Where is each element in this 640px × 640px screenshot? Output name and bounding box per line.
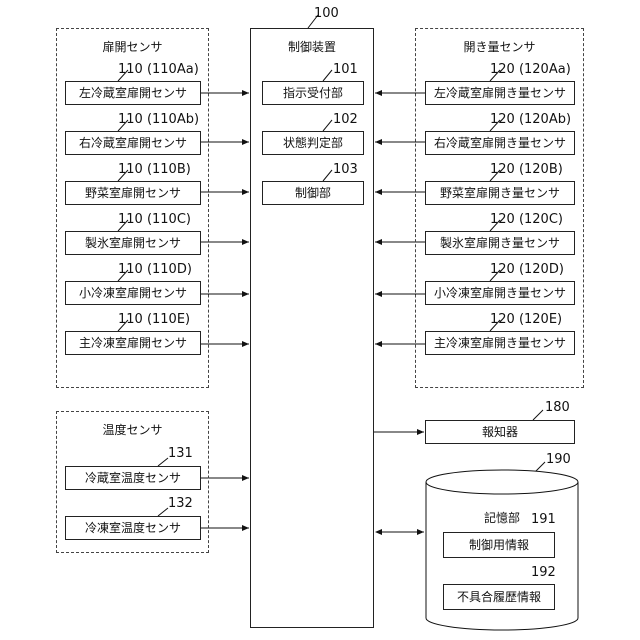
unit-101-ref: 101 [333, 62, 358, 77]
failure-history-box: 不具合履歴情報 [443, 584, 555, 610]
door-sensor-box: 主冷凍室扉開センサ [65, 331, 201, 355]
controller-ref: 100 [314, 6, 339, 21]
opening-sensor-ref: 120 (120D) [490, 262, 564, 277]
opening-sensor-ref: 120 (120E) [490, 312, 562, 327]
unit-103-ref: 103 [333, 162, 358, 177]
notifier-box: 報知器 [425, 420, 575, 444]
state-determination-unit: 状態判定部 [262, 131, 364, 155]
opening-sensor-ref: 120 (120B) [490, 162, 563, 177]
door-sensor-box: 野菜室扉開センサ [65, 181, 201, 205]
door-sensor-box: 製氷室扉開センサ [65, 231, 201, 255]
control-info-box: 制御用情報 [443, 532, 555, 558]
instruction-receiving-unit: 指示受付部 [262, 81, 364, 105]
door-sensor-box: 左冷蔵室扉開センサ [65, 81, 201, 105]
opening-sensor-ref: 120 (120Ab) [490, 112, 571, 127]
control-unit: 制御部 [262, 181, 364, 205]
opening-sensor-box: 小冷凍室扉開き量センサ [425, 281, 575, 305]
door-sensor-ref: 110 (110E) [118, 312, 190, 327]
storage-item-ref: 191 [531, 512, 556, 527]
door-sensor-group-title: 扉開センサ [56, 38, 209, 55]
temp-sensor-box: 冷蔵室温度センサ [65, 466, 201, 490]
unit-102-ref: 102 [333, 112, 358, 127]
temp-sensor-ref: 132 [168, 496, 193, 511]
storage-ref: 190 [546, 452, 571, 467]
opening-sensor-box: 右冷蔵室扉開き量センサ [425, 131, 575, 155]
door-sensor-ref: 110 (110Ab) [118, 112, 199, 127]
opening-sensor-box: 製氷室扉開き量センサ [425, 231, 575, 255]
opening-sensor-box: 左冷蔵室扉開き量センサ [425, 81, 575, 105]
opening-sensor-group-title: 開き量センサ [415, 38, 584, 55]
temp-sensor-box: 冷凍室温度センサ [65, 516, 201, 540]
door-sensor-ref: 110 (110Aa) [118, 62, 199, 77]
door-sensor-ref: 110 (110C) [118, 212, 191, 227]
door-sensor-ref: 110 (110B) [118, 162, 191, 177]
storage-item-ref: 192 [531, 565, 556, 580]
opening-sensor-box: 主冷凍室扉開き量センサ [425, 331, 575, 355]
notifier-ref: 180 [545, 400, 570, 415]
opening-sensor-box: 野菜室扉開き量センサ [425, 181, 575, 205]
door-sensor-box: 右冷蔵室扉開センサ [65, 131, 201, 155]
opening-sensor-ref: 120 (120C) [490, 212, 563, 227]
opening-sensor-ref: 120 (120Aa) [490, 62, 571, 77]
controller-title: 制御装置 [250, 38, 374, 55]
door-sensor-ref: 110 (110D) [118, 262, 192, 277]
temp-sensor-ref: 131 [168, 446, 193, 461]
door-sensor-box: 小冷凍室扉開センサ [65, 281, 201, 305]
temp-sensor-group-title: 温度センサ [56, 421, 209, 438]
